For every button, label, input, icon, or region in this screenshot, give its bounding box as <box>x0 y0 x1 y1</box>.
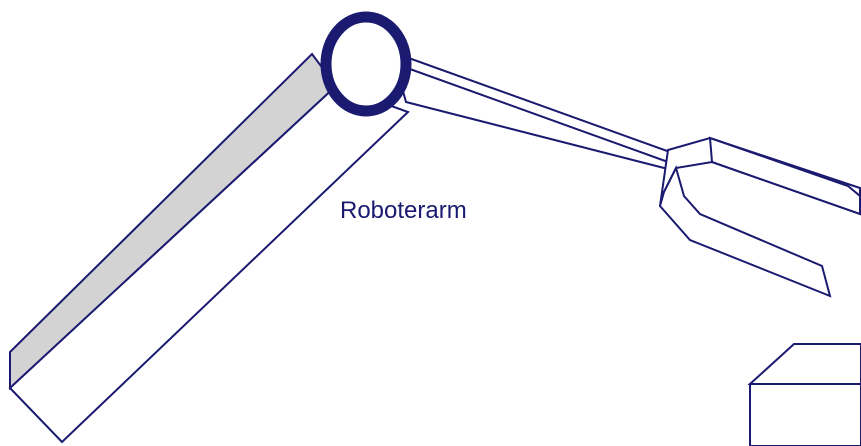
gripper <box>660 138 860 296</box>
target-box-front-face <box>750 384 861 446</box>
upper-arm-segment <box>392 52 672 170</box>
elbow-joint <box>326 17 406 111</box>
lower-arm-front-face <box>10 86 408 442</box>
upper-arm-bar <box>392 52 672 170</box>
gripper-upper-finger <box>710 138 860 214</box>
target-box-top-face <box>750 344 861 384</box>
robot-arm-label: Roboterarm <box>340 194 467 228</box>
upper-arm-edge-line <box>396 64 668 162</box>
target-box <box>750 344 861 446</box>
